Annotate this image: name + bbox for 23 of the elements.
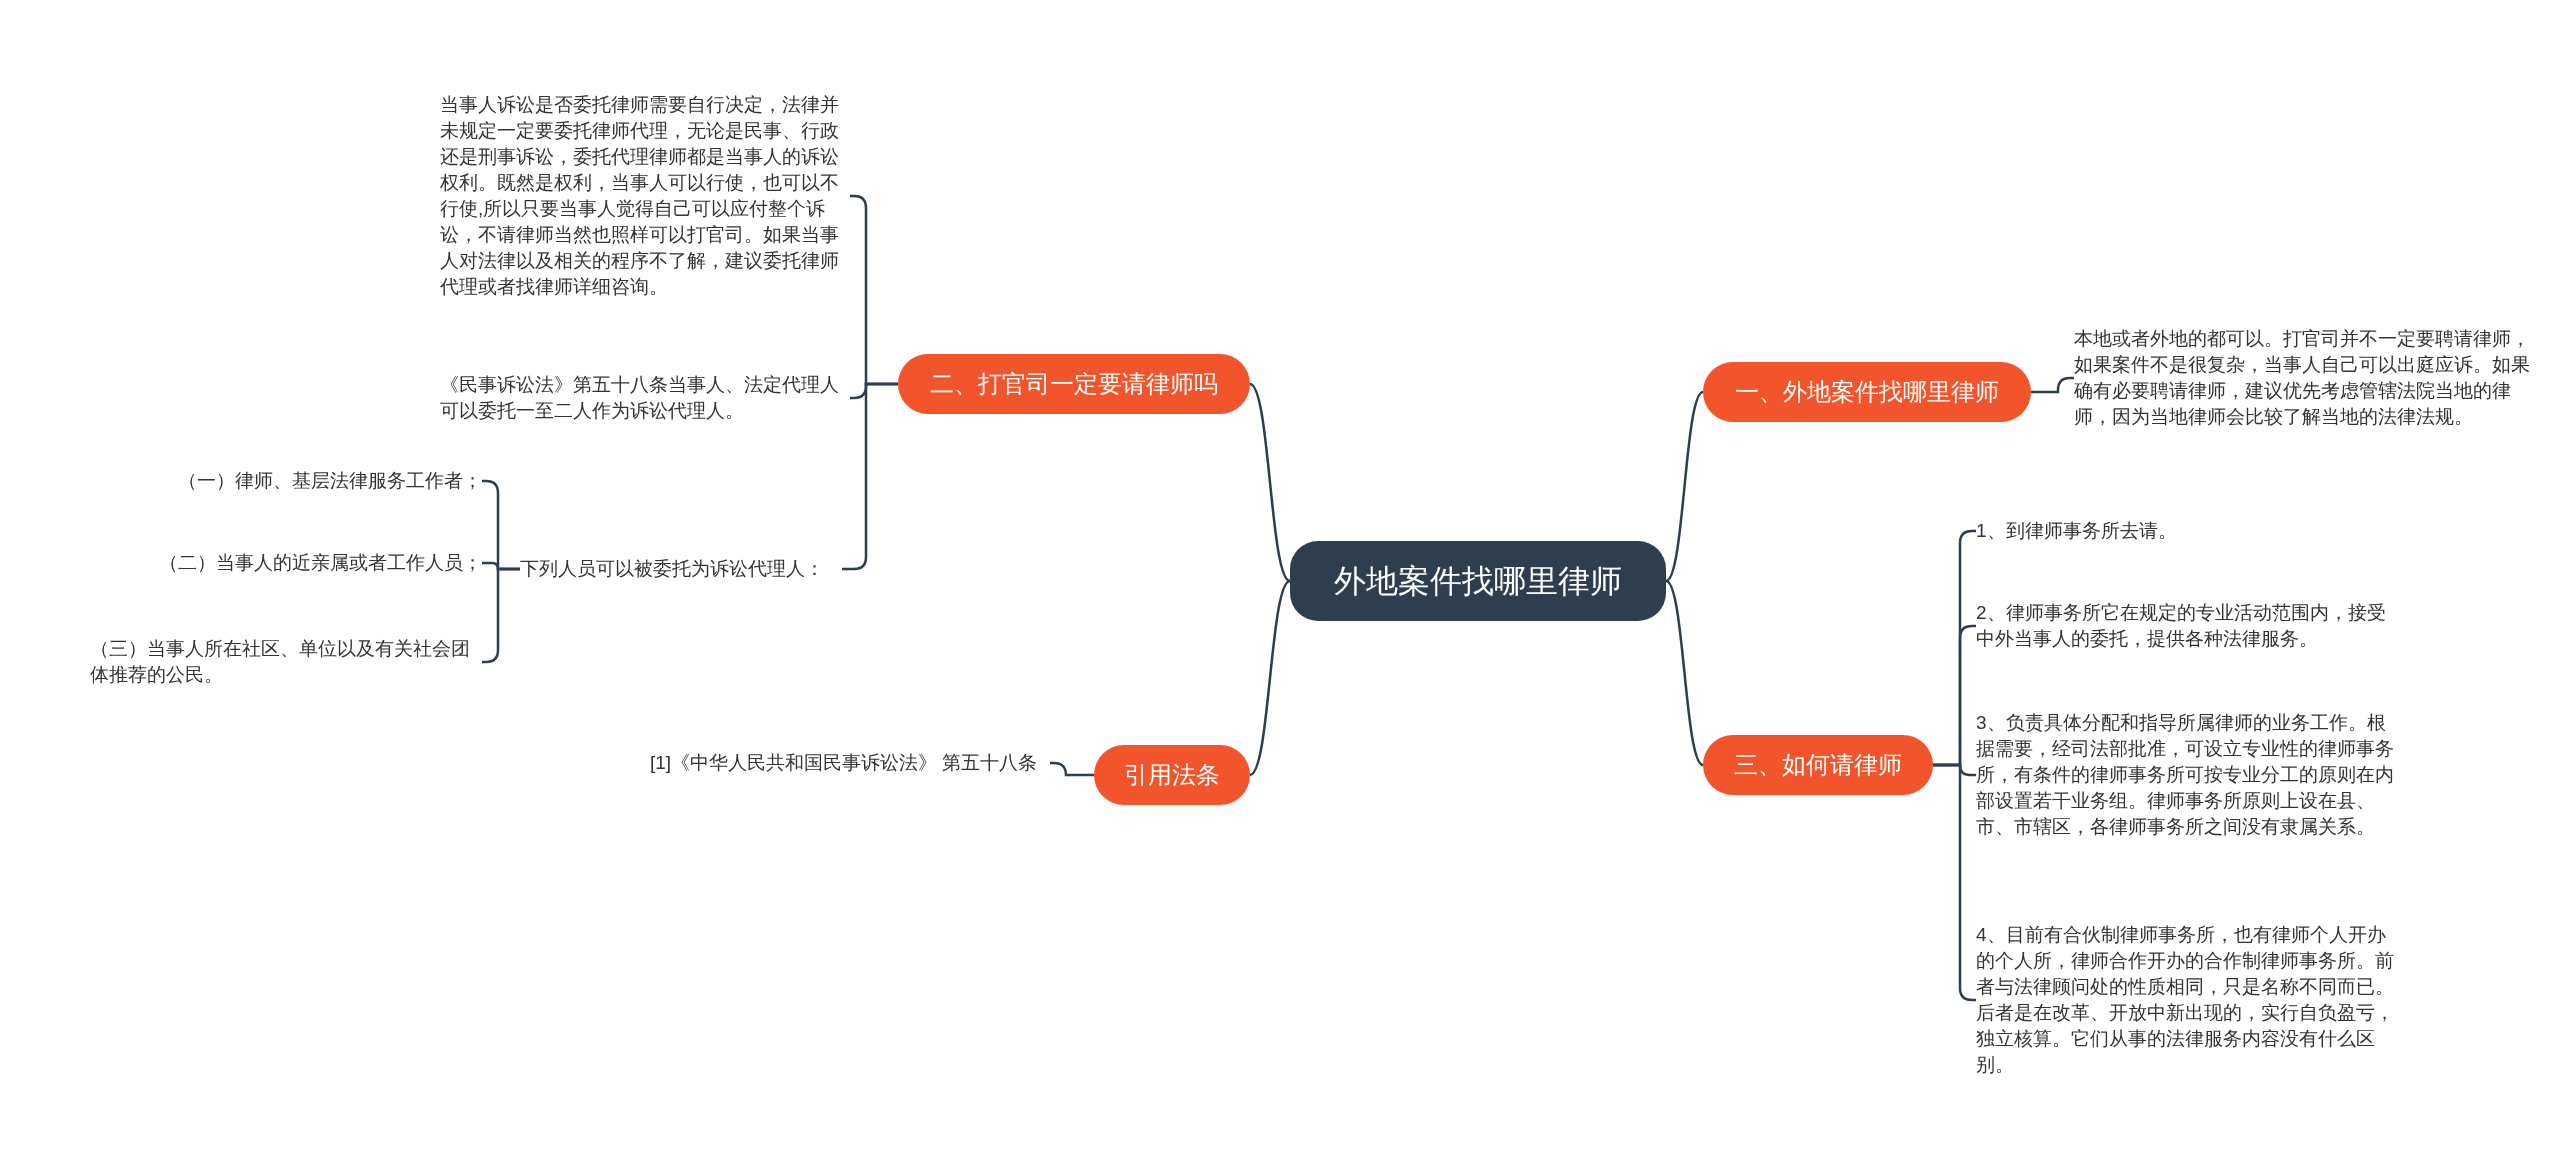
- connector-line: [1665, 580, 1704, 766]
- topic-pill: 二、打官司一定要请律师吗: [898, 354, 1250, 414]
- note-text: 当事人诉讼是否委托律师需要自行决定，法律并未规定一定要委托律师代理，无论是民事、行政还是刑事诉讼，委托代理律师都是当事人的诉讼权利。既然是权利，当事人可以行使，也可以不行使,所以只要当事人觉得自己可以应付整个诉讼，不请律师当然也照样可以打官司。如果当事人对法律以及相关的程序不了解，建议委托律师代理或者找律师详细咨询。: [440, 92, 850, 300]
- topic-pill: 三、如何请律师: [1703, 735, 1933, 795]
- connector-line: [1249, 383, 1291, 582]
- note-text: 1、到律师事务所去请。: [1976, 518, 2396, 544]
- note-text: 3、负责具体分配和指导所属律师的业务工作。根据需要，经司法部批准，可设立专业性的律师事务所，有条件的律师事务所可按专业分工的原则在内部设置若干业务组。律师事务所原则上设在县、市、市辖区，各律师事务所之间没有隶属关系。: [1976, 710, 2396, 840]
- connector-line: [1249, 580, 1291, 776]
- note-text: （一）律师、基层法律服务工作者；: [130, 468, 482, 494]
- connector-line: [1050, 761, 1094, 777]
- note-text: 下列人员可以被委托为诉讼代理人：: [520, 556, 842, 582]
- note-text: 2、律师事务所它在规定的专业活动范围内，接受中外当事人的委托，提供各种法律服务。: [1976, 600, 2396, 652]
- note-text: 4、目前有合伙制律师事务所，也有律师个人开办的个人所，律师合作开办的合作制律师事务所。前者与法律顾问处的性质相同，只是名称不同而已。后者是在改革、开放中新出现的，实行自负盈亏，独立核算。它们从事的法律服务内容没有什么区别。: [1976, 922, 2396, 1078]
- note-text: [1]《中华人民共和国民事诉讼法》 第五十八条: [650, 750, 1050, 776]
- central-topic: 外地案件找哪里律师: [1290, 541, 1666, 621]
- topic-pill: 一、外地案件找哪里律师: [1703, 362, 2031, 422]
- note-text: 本地或者外地的都可以。打官司并不一定要聘请律师，如果案件不是很复杂，当事人自己可以出庭应诉。如果确有必要聘请律师，建议优先考虑管辖法院当地的律师，因为当地律师会比较了解当地的法律法规。: [2074, 326, 2534, 430]
- note-text: 《民事诉讼法》第五十八条当事人、法定代理人可以委托一至二人作为诉讼代理人。: [440, 372, 850, 424]
- connector-line: [2031, 376, 2074, 394]
- note-text: （二）当事人的近亲属或者工作人员；: [110, 550, 482, 576]
- note-text: （三）当事人所在社区、单位以及有关社会团体推荐的公民。: [90, 636, 482, 688]
- topic-pill: 引用法条: [1094, 745, 1250, 805]
- connector-line: [1665, 391, 1704, 582]
